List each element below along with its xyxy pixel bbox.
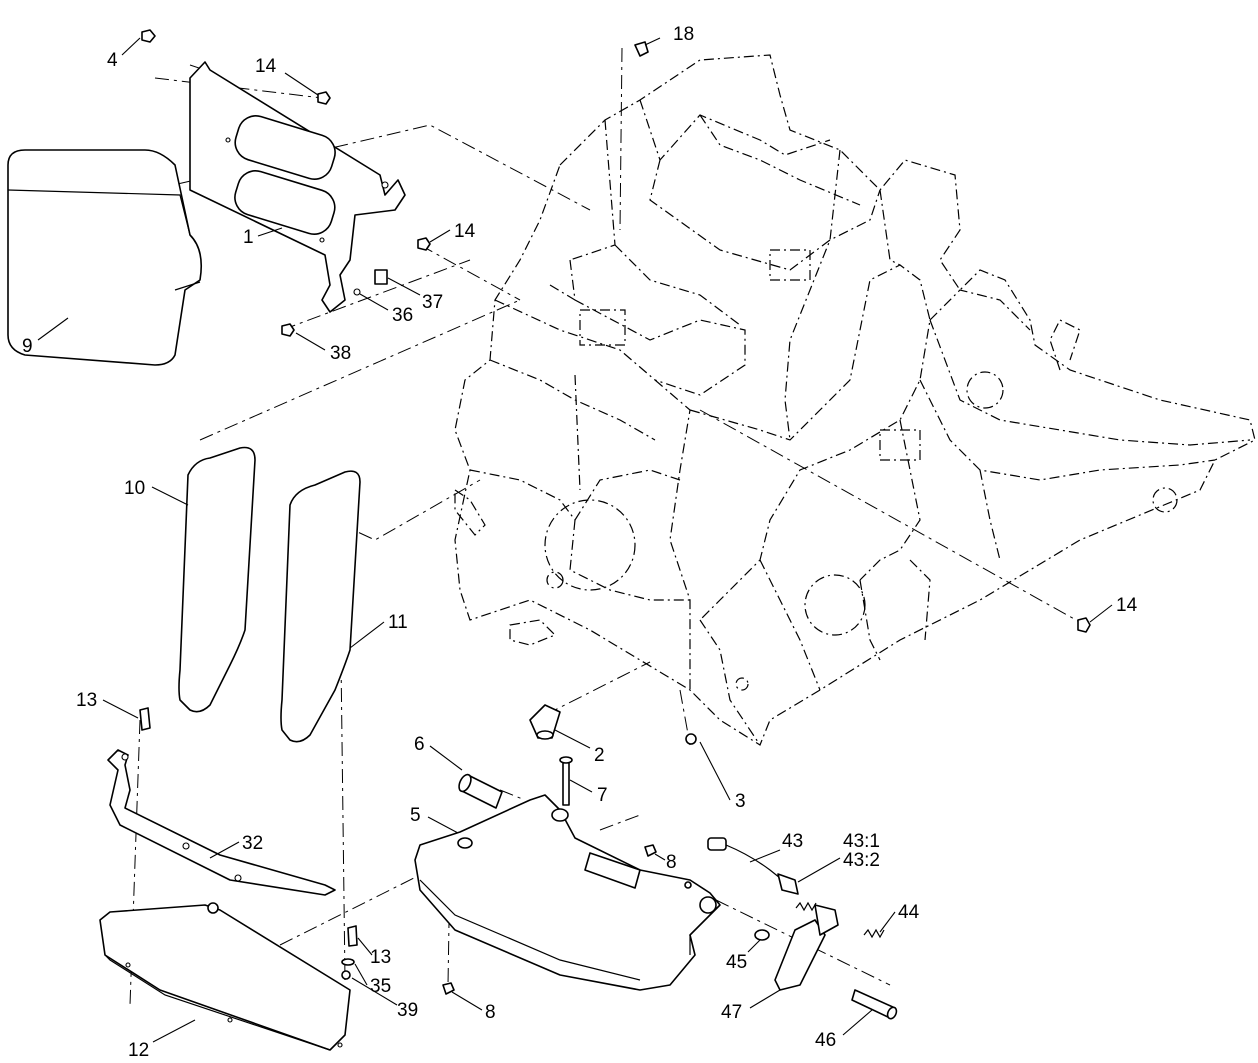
part-44-springs [795,901,885,939]
callout-43: 43 [782,831,803,852]
part-7-bolt [559,756,573,806]
callout-45: 45 [726,952,747,973]
part-47-lever [774,904,839,991]
callout-3: 3 [735,791,746,812]
bolt-13-left [139,707,151,731]
bolt-13-lower [347,925,358,947]
callout-46: 46 [815,1030,836,1051]
callout-13-lower: 13 [370,947,391,968]
callout-13-left: 13 [76,690,97,711]
callout-32: 32 [242,833,263,854]
part-46-pin [851,989,898,1020]
callout-47: 47 [721,1002,742,1023]
bolt-4 [141,29,156,43]
bolt-14-mid [417,237,431,251]
part-1-bracket [189,61,406,313]
callout-8-upper: 8 [666,852,677,873]
main-frame [454,54,1256,746]
callout-43-2: 43:2 [843,850,880,871]
hardware-upper [141,29,1091,745]
nut-3 [685,733,697,745]
washer-35 [341,958,355,966]
callout-37: 37 [422,292,443,313]
clip-37 [374,269,388,285]
hardware-lower-left [139,707,358,980]
callout-4: 4 [107,50,118,71]
part-10-pad [178,446,256,713]
callout-18: 18 [673,24,694,45]
callout-7: 7 [597,785,608,806]
bolt-38 [281,323,295,337]
part-2-knob [529,704,561,740]
bolt-14-upper [317,91,331,105]
callout-1: 1 [243,227,254,248]
callout-5: 5 [410,805,421,826]
bolt-14-right [1077,617,1091,633]
part-11-pad [280,470,361,743]
callout-10: 10 [124,478,145,499]
part-43-cable [707,837,799,895]
callout-39: 39 [397,1000,418,1021]
part-5-housing [414,794,721,991]
callout-14-mid: 14 [454,221,476,242]
callout-2: 2 [594,745,605,766]
callout-11: 11 [388,612,408,633]
nut-18 [634,41,649,57]
callout-14-right: 14 [1116,595,1138,616]
callout-12: 12 [128,1040,149,1061]
spacer-39 [341,970,351,980]
nut-8-upper [644,844,657,857]
washer-36 [353,288,361,296]
washer-45 [754,929,770,941]
callout-35: 35 [370,976,391,997]
part-32-rod [107,749,336,896]
part-6-cylinder [458,773,503,809]
callout-14-upper: 14 [255,56,277,77]
leader-lines [37,37,1113,1043]
callout-9: 9 [22,336,33,357]
callout-labels: 4 14 18 1 14 37 36 38 9 10 11 14 13 2 6 … [22,24,1138,1061]
assembly-lines [44,47,1086,1006]
callout-36: 36 [392,305,413,326]
part-12-plate [99,902,351,1051]
callout-38: 38 [330,343,351,364]
callout-44: 44 [898,902,920,923]
callout-43-1: 43:1 [843,831,880,852]
part-9-pad [7,149,203,366]
nut-8-lower [442,982,455,995]
callout-8-lower: 8 [485,1002,496,1023]
callout-6: 6 [414,734,425,755]
